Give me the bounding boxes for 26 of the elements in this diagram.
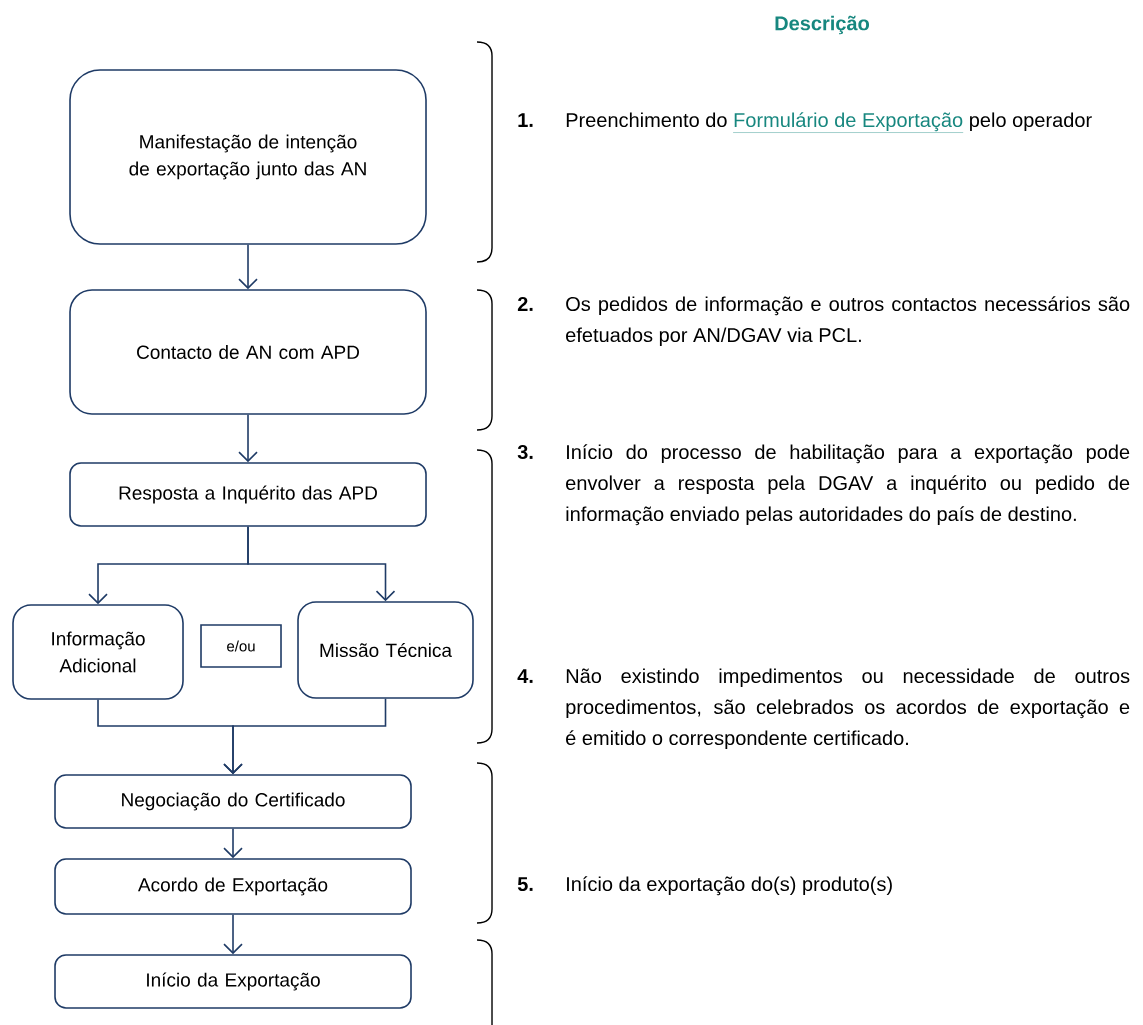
process-box: Resposta a Inquérito das APD [69,462,427,527]
description-text: Início do processo de habilitação para a exportação pode envolver a resposta pela DGAV a inquérito ou pedido de informação enviado pelas autoridades do país de destino. [566,444,1130,526]
arrow [238,414,258,463]
arrow [223,914,243,955]
description-text: Não existindo impedimentos ou necessidade de outros procedimentos, são celebrados os acordos de exportação e é emitido o correspondente certificado. [566,668,1130,750]
arrow [223,828,243,859]
arrow [238,244,258,290]
column-heading: Descrição [775,15,869,35]
step-number: 4. [517,669,533,683]
process-box: Acordo de Exportação [54,858,412,915]
step-number: 2. [517,296,533,311]
arrow [247,526,396,602]
process-box: Negociação do Certificado [54,774,412,829]
step-number: 3. [517,444,533,460]
description-text: Preenchimento do Formulário de Exportação pelo operador [566,112,1092,133]
process-box: Missão Técnica [297,601,474,699]
connector-note-box: e/ou [200,624,282,668]
description-text: Os pedidos de informação e outros contactos necessários são efetuados por AN/DGAV via PCL. [566,296,1130,347]
process-box: Manifestação de intenção de exportação junto das AN [69,69,427,245]
description-text: Início da exportação do(s) produto(s) [567,876,892,896]
process-box: Informação Adicional [12,604,184,700]
step-number: 5. [517,877,533,892]
step-number: 1. [518,113,533,127]
process-box: Início da Exportação [54,954,412,1009]
arrow [223,698,387,775]
process-box: Contacto de AN com APD [69,289,427,415]
